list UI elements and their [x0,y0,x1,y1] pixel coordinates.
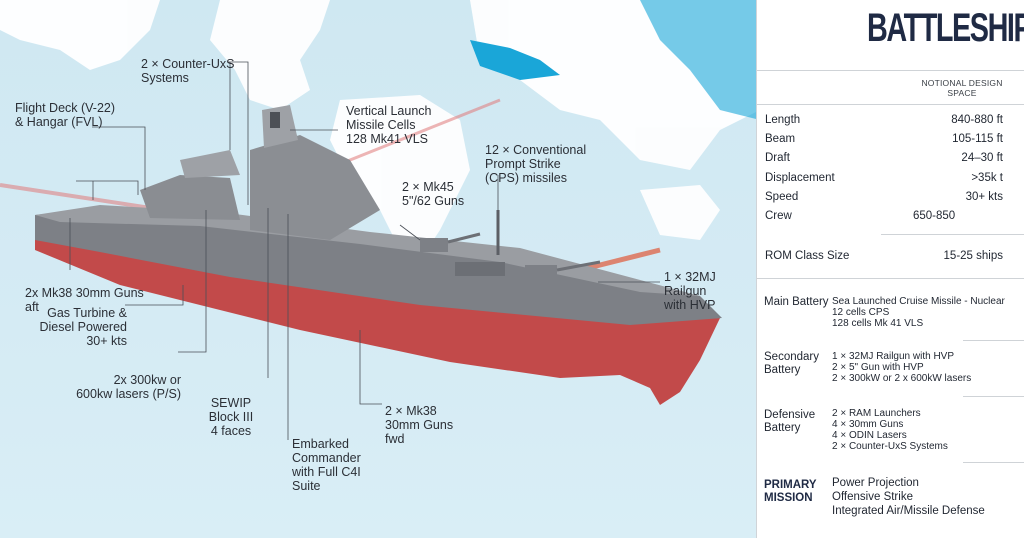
defensive-battery-item: 2 × RAM Launchers [832,408,921,419]
page-subtitle: NOTIONAL DESIGN SPACE [921,78,1003,98]
callout-leaders [69,61,660,440]
secondary-battery-item: 2 × 300kW or 2 x 600kW lasers [832,373,972,384]
defensive-battery-item: 2 × Counter-UxS Systems [832,441,948,452]
page-title: BATTLESHIP [867,6,1024,50]
ship-deck [35,205,700,296]
railgun-mount [525,265,557,281]
primary-mission-item: Offensive Strike [832,491,913,503]
vls-cells [455,262,505,276]
callout-mk38-aft: 2x Mk38 30mm Guns aft [25,286,144,314]
callout-sewip: SEWIP Block III 4 faces [208,396,254,438]
secondary-battery-label: Secondary Battery [764,351,819,376]
spec-value: 840-880 ft [951,114,1003,126]
primary-mission-label: PRIMARY MISSION [764,479,817,504]
callout-railgun: 1 × 32MJ Railgun with HVP [664,270,716,312]
callout-counter-uxs: 2 × Counter-UxS Systems [141,57,235,85]
spec-value: 30+ kts [965,191,1003,203]
spec-value: >35k t [971,172,1003,184]
spec-label: Speed [765,191,799,203]
rom-value: 15-25 ships [943,250,1003,262]
spec-label: Beam [765,133,796,145]
ship-illustration [0,0,760,440]
spec-label: Draft [765,152,790,164]
spec-value: 24–30 ft [961,152,1003,164]
callout-flight-deck: Flight Deck (V-22) & Hangar (FVL) [15,101,116,129]
highlight-sea [470,40,560,80]
ship-bridge [250,135,380,240]
spec-label: Length [765,114,801,126]
main-battery-label: Main Battery [764,296,829,308]
callout-mk38-fwd: 2 × Mk38 30mm Guns fwd [385,404,454,446]
callout-mk45: 2 × Mk45 5"/62 Guns [402,180,465,208]
spec-panel: BATTLESHIP NOTIONAL DESIGN SPACE Length … [756,0,1024,538]
rom-label: ROM Class Size [765,250,850,262]
primary-mission-item: Integrated Air/Missile Defense [832,505,985,517]
spec-value: 650-850 [913,210,956,222]
highlight-ocean [640,0,760,120]
ship-hull-upper [35,208,722,325]
main-battery-item: 128 cells Mk 41 VLS [832,318,924,329]
spec-value: 105-115 ft [952,133,1003,145]
main-battery-item: Sea Launched Cruise Missile - Nuclear [832,296,1005,307]
primary-mission-item: Power Projection [832,477,919,489]
callout-cps: 12 × Conventional Prompt Strike (CPS) mi… [485,143,587,185]
spec-label: Crew [765,210,792,222]
callout-lasers: 2x 300kw or 600kw lasers (P/S) [76,373,181,401]
callout-gas-turbine: Gas Turbine & Diesel Powered 30+ kts [39,306,127,348]
defensive-battery-item: 4 × 30mm Guns [832,419,904,430]
spec-label: Displacement [765,172,835,184]
mk45-gun [420,238,448,252]
callout-vls: Vertical Launch Missile Cells 128 Mk41 V… [346,104,432,146]
secondary-battery-item: 2 × 5" Gun with HVP [832,362,924,373]
defensive-battery-label: Defensive Battery [764,409,816,434]
secondary-battery-item: 1 × 32MJ Railgun with HVP [832,351,955,362]
callout-commander: Embarked Commander with Full C4I Suite [292,437,361,493]
main-battery-item: 12 cells CPS [832,307,890,318]
world-map-background: 2 × Counter-UxS Systems Flight Deck (V-2… [0,0,760,538]
defensive-battery-item: 4 × ODIN Lasers [832,430,907,441]
ship-hangar [140,175,240,220]
